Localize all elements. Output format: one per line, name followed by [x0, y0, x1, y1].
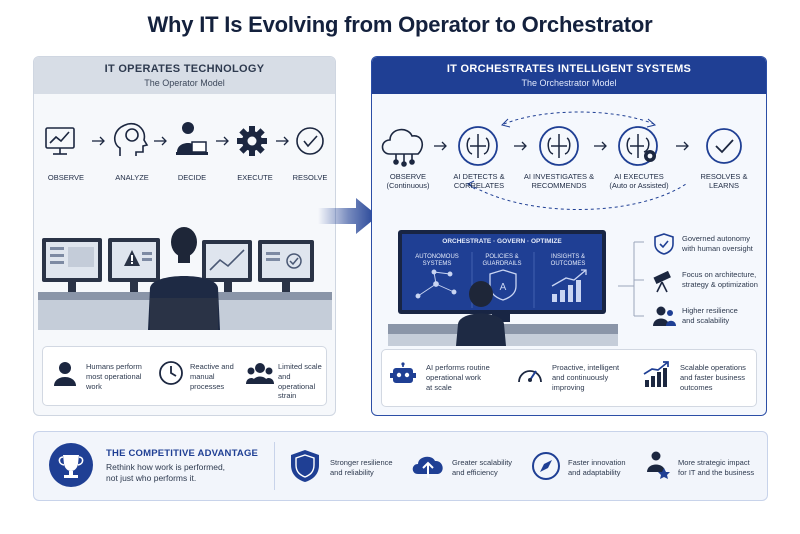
ai-execute-icon: [618, 126, 658, 166]
step-observe: OBSERVE: [47, 173, 85, 182]
orchestrator-person: [456, 281, 506, 346]
person-laptop-icon: [176, 122, 208, 155]
orch-step-detect: AI DETECTS &CORRELATES: [453, 172, 505, 191]
operator-summary-1: Humans perform most operational work: [86, 362, 142, 391]
operator-panel-header: IT OPERATES TECHNOLOGY The Operator Mode…: [34, 57, 335, 94]
robot-icon: [390, 362, 416, 383]
shield-icon: [291, 450, 319, 482]
step-execute: EXECUTE: [237, 173, 273, 182]
monitor-4-check: [258, 240, 314, 292]
operator-person: [148, 227, 220, 330]
svg-text:A: A: [500, 282, 507, 293]
people-icon: [653, 306, 676, 326]
clock-icon: [159, 361, 183, 385]
ai-investigate-icon: [539, 126, 579, 166]
step-decide: DECIDE: [177, 173, 207, 182]
screen-header: ORCHESTRATE · GOVERN · OPTIMIZE: [442, 238, 562, 245]
operator-summary-2: Reactive and manual processes: [190, 362, 234, 391]
competitive-advantage-box: [33, 431, 768, 501]
orchestrator-steps: [381, 111, 742, 210]
compass-icon: [532, 452, 560, 480]
operator-desk-illustration: [38, 222, 332, 330]
brain-head-icon: [113, 122, 149, 156]
orchestrator-desk-illustration: A: [388, 230, 618, 346]
shield-check-icon: [654, 233, 674, 255]
orch-step-resolve: RESOLVES &LEARNS: [700, 172, 748, 191]
orch-step-investigate: AI INVESTIGATES &RECOMMENDS: [523, 172, 595, 191]
annotation-architecture: Focus on architecture,strategy & optimiz…: [682, 270, 758, 289]
orchestrator-subheading: The Orchestrator Model: [521, 78, 617, 88]
cloud-network-icon: [381, 128, 424, 167]
outcomes-chart-icon: [551, 269, 587, 302]
team-icon: [246, 363, 274, 384]
orchestrator-panel-header: IT ORCHESTRATES INTELLIGENT SYSTEMS The …: [372, 57, 766, 94]
advantage-divider: [274, 442, 275, 490]
network-nodes-icon: [415, 269, 457, 299]
page-title: Why IT Is Evolving from Operator to Orch…: [147, 12, 653, 37]
cloud-upload-icon: [412, 456, 443, 478]
growth-chart-icon: [643, 361, 669, 387]
orchestrator-heading: IT ORCHESTRATES INTELLIGENT SYSTEMS: [446, 63, 692, 75]
screen-col-insights: INSIGHTS &OUTCOMES: [550, 254, 586, 268]
monitor-2-warning: [108, 238, 160, 292]
operator-subheading: The Operator Model: [144, 78, 225, 88]
telescope-icon: [653, 270, 671, 293]
monitor-chart-icon: [45, 127, 75, 155]
operator-steps: [45, 122, 324, 156]
monitor-1: [42, 238, 102, 292]
orch-step-execute: AI EXECUTES(Auto or Assisted): [609, 172, 669, 191]
person-icon: [54, 362, 76, 386]
advantage-title: THE COMPETITIVE ADVANTAGE: [106, 448, 259, 459]
trophy-icon: [49, 443, 93, 487]
operator-heading: IT OPERATES TECHNOLOGY: [104, 63, 265, 75]
ai-brain-icon: [458, 126, 498, 166]
arrow-icon: [92, 136, 105, 146]
orchestrator-summary: [381, 349, 757, 407]
strategy-icon: [647, 451, 670, 479]
check-circle-icon: [296, 127, 324, 155]
gauge-icon: [518, 370, 542, 383]
orch-step-observe: OBSERVE(Continuous): [386, 172, 430, 191]
step-resolve: RESOLVE: [292, 173, 328, 182]
step-analyze: ANALYZE: [115, 173, 149, 182]
advantage-subtitle: Rethink how work is performed,not just w…: [106, 462, 226, 484]
screen-col-policies: POLICIES &GUARDRAILS: [482, 254, 522, 268]
resolve-check-icon: [706, 128, 742, 164]
gear-icon: [237, 126, 267, 156]
operator-summary: [42, 346, 327, 406]
monitor-3-chart: [202, 240, 252, 292]
transition-arrow-icon: [318, 198, 378, 234]
operator-summary-3: Limited scale and operational strain: [278, 362, 322, 401]
annotation-bracket: [618, 241, 644, 317]
